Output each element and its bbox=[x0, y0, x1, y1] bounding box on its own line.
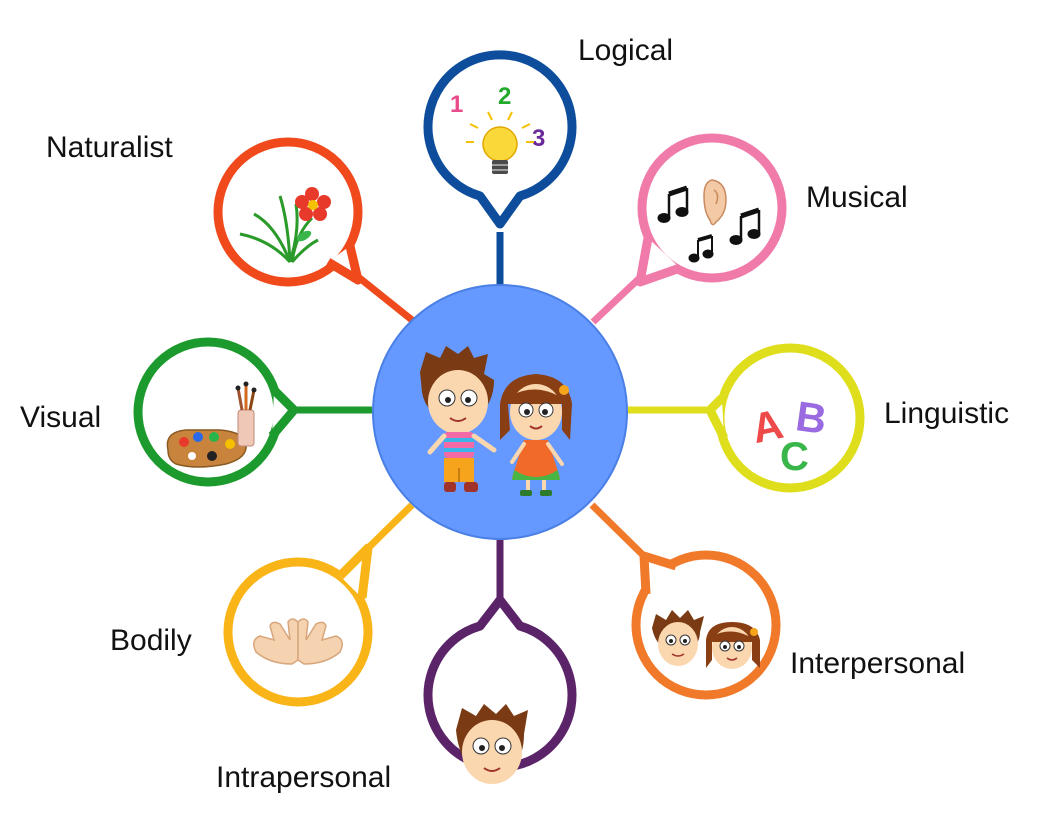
numbers-lightbulb-icon: 1 2 3 bbox=[450, 83, 545, 174]
connector-interpersonal bbox=[589, 502, 653, 565]
connectors bbox=[290, 232, 712, 622]
ear-music-notes-icon bbox=[657, 179, 761, 263]
label-visual: Visual bbox=[20, 401, 102, 434]
bubble-naturalist bbox=[213, 137, 363, 287]
label-naturalist: Naturalist bbox=[46, 131, 173, 164]
digit-2: 2 bbox=[498, 83, 511, 110]
label-bodily: Bodily bbox=[110, 624, 192, 657]
label-linguistic: Linguistic bbox=[884, 397, 1010, 430]
letter-c: C bbox=[780, 435, 809, 479]
hands-icon bbox=[253, 618, 343, 665]
label-intrapersonal: Intrapersonal bbox=[216, 761, 392, 794]
two-children-icon bbox=[420, 346, 572, 496]
flower-plant-icon bbox=[239, 187, 331, 264]
letter-b: B bbox=[793, 392, 830, 443]
single-face-icon bbox=[456, 704, 528, 784]
label-interpersonal: Interpersonal bbox=[790, 647, 966, 680]
paint-palette-icon bbox=[166, 381, 257, 468]
digit-1: 1 bbox=[450, 91, 463, 118]
two-faces-icon bbox=[652, 610, 760, 669]
label-musical: Musical bbox=[806, 181, 908, 214]
digit-3: 3 bbox=[532, 125, 545, 152]
label-logical: Logical bbox=[578, 34, 674, 67]
bubble-linguistic bbox=[705, 343, 865, 493]
